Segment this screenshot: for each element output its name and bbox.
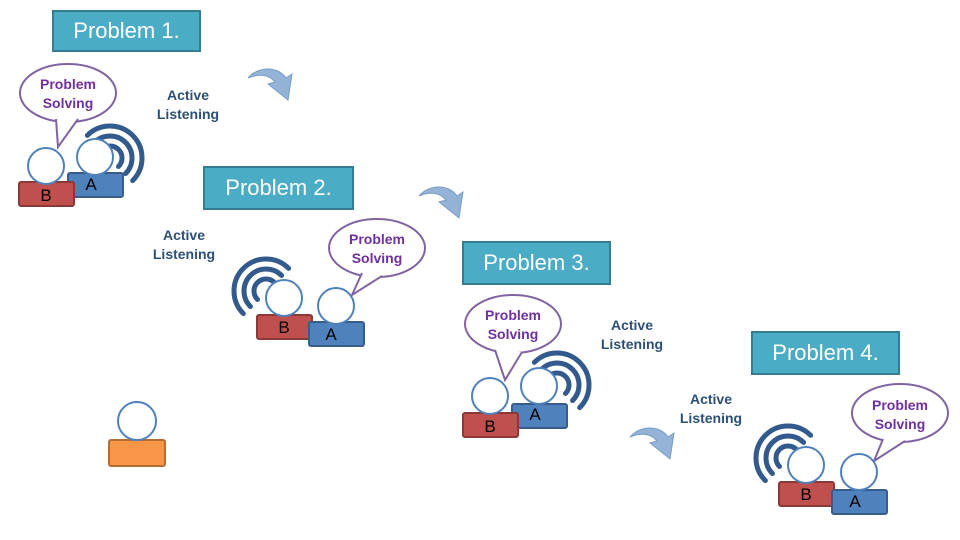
problem-2-listening-line-1: Active [163,227,205,243]
problem-4-listening-line-1: Active [690,391,732,407]
curved-arrow-icon-2 [418,186,464,219]
problem-3-person-a-label: A [529,405,541,424]
problem-4-speech-bubble [851,383,949,443]
problem-4-listening-line-2: Listening [680,410,742,426]
problem-3-speech-tail [494,349,523,383]
problem-group-3: Problem 3. Problem Solving Active Listen… [462,241,663,438]
problem-1-listening-line-2: Listening [157,106,219,122]
problem-2-person-a-head [317,287,355,325]
problem-3-person-a-head [520,367,558,405]
problem-1-speech-line-2: Solving [43,95,94,111]
problem-3-listening-line-2: Listening [601,336,663,352]
problem-3-listening-line-1: Active [611,317,653,333]
problem-group-4: Problem 4. Problem Solving Active Listen… [680,331,949,515]
problem-2-person-b-label: B [278,318,289,337]
problem-3-person-b-head [471,377,509,415]
problem-3-title: Problem 3. [483,250,589,275]
problem-3-title-box [462,241,611,285]
problem-1-listening-line-1: Active [167,87,209,103]
problem-1-speech-tail [55,118,79,150]
problem-4-speech-line-1: Problem [872,397,928,413]
problem-group-1: Problem 1. Problem Solving Active Listen… [18,10,219,207]
problem-1-person-a-label: A [85,175,97,194]
problem-1-title: Problem 1. [73,18,179,43]
problem-3-speech-line-1: Problem [485,307,541,323]
observer-body [108,439,166,467]
problem-group-2: Problem 2. Problem Solving Active Listen… [153,166,426,347]
problem-2-speech-bubble [328,218,426,278]
problem-2-title-box [203,166,354,210]
problem-4-person-b-label: B [800,485,811,504]
problem-2-title: Problem 2. [225,175,331,200]
problem-4-sound-wave-icon [753,423,814,484]
problem-4-person-a-head [840,453,878,491]
problem-2-speech-tail [349,272,383,298]
problem-4-speech-tail [871,438,906,464]
problem-1-person-a-head [76,138,114,176]
problem-3-person-b-label: B [484,417,495,436]
curved-arrow-icon-3 [629,427,675,460]
observer-head [117,401,157,441]
problem-1-person-b-label: B [40,186,51,205]
problem-3-speech-bubble [464,294,562,354]
problem-2-speech-line-2: Solving [352,250,403,266]
problem-1-speech-line-1: Problem [40,76,96,92]
observer-person [108,401,166,467]
problem-4-person-b-head [787,446,825,484]
problem-3-speech-line-2: Solving [488,326,539,342]
problem-1-title-box [52,10,201,52]
problem-1-speech-bubble [19,63,117,123]
problem-4-speech-line-2: Solving [875,416,926,432]
problem-4-person-a-label: A [849,492,861,511]
problem-1-person-b-head [27,147,65,185]
problem-2-speech-line-1: Problem [349,231,405,247]
problem-2-listening-line-2: Listening [153,246,215,262]
problem-4-title-box [751,331,900,375]
problem-4-title: Problem 4. [772,340,878,365]
curved-arrow-icon-1 [247,68,293,101]
problem-2-person-a-label: A [325,325,337,344]
problem-2-person-b-head [265,279,303,317]
